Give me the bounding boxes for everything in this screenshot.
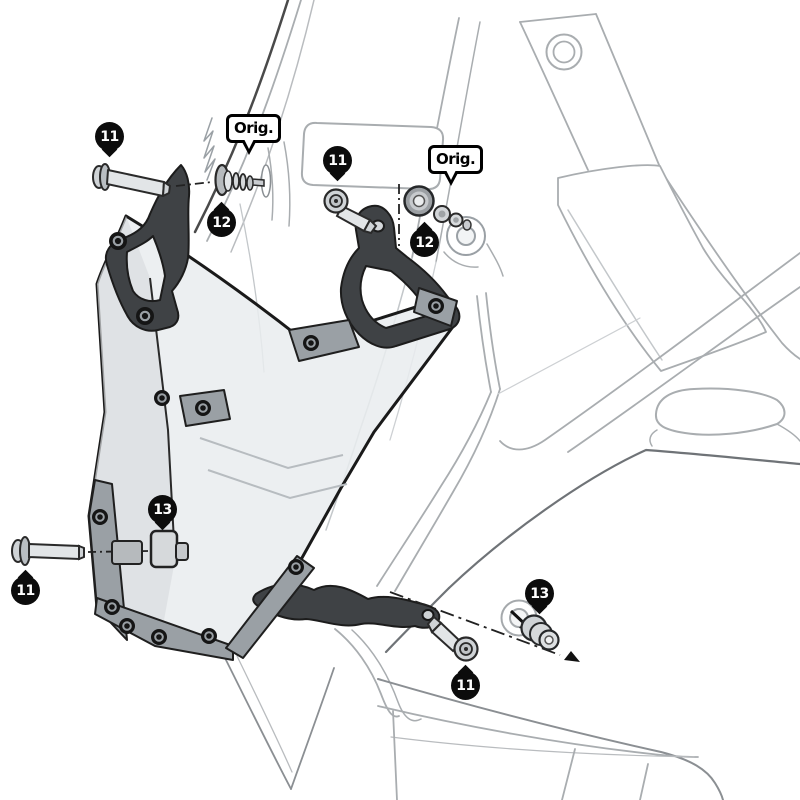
callout-11-top-left: 11 [95, 122, 124, 151]
bottom-cowl [377, 678, 724, 800]
lower-mounting-arm [252, 583, 441, 629]
bracket-bolt [109, 232, 127, 250]
callout-12-top-middle: 12 [410, 228, 439, 257]
callout-11-top-middle: 11 [323, 146, 352, 175]
washer [232, 172, 240, 190]
axis-line [175, 181, 213, 187]
fairing-edge [447, 448, 800, 590]
bracket-tab [111, 540, 143, 565]
callout-12-top-left: 12 [207, 208, 236, 237]
callout-11-bottom-left: 11 [11, 576, 40, 605]
screw-left [11, 536, 85, 566]
windscreen-crease [207, 469, 348, 500]
arm-bolt-hole [421, 609, 435, 621]
orig-label-left: Orig. [226, 114, 282, 155]
windscreen-crease [199, 437, 344, 470]
trim-lower-right [225, 555, 315, 659]
callout-13-left: 13 [148, 495, 177, 524]
reflection-squiggle [203, 117, 216, 181]
windscreen-rivets [92, 298, 444, 645]
block [149, 529, 179, 569]
axis-arrowhead [564, 651, 580, 662]
screw-shaft [106, 169, 165, 197]
stud [462, 219, 472, 231]
side-panel [557, 164, 767, 372]
bracket-bolt [136, 307, 154, 325]
spacer-stack [214, 163, 272, 198]
screw-top-left [92, 163, 171, 197]
grommet-bottom-right [500, 599, 560, 651]
callout-11-bottom: 11 [451, 671, 480, 700]
trim-vertex-patch [288, 319, 360, 362]
handguard [649, 387, 800, 447]
callout-13-bottom-right: 13 [525, 579, 554, 608]
rubber-block-13 [111, 529, 189, 569]
orig-label-right: Orig. [428, 145, 484, 186]
screw-top-middle [323, 188, 378, 235]
well-nut-group [403, 185, 486, 256]
orig-screw [251, 178, 265, 187]
front-beak [221, 628, 422, 790]
screw-shaft [28, 542, 80, 561]
screw-bottom [426, 615, 479, 662]
original-screen-edge [193, 0, 290, 234]
frame-triangle [519, 13, 663, 173]
block-nub [175, 542, 189, 561]
axis-line [389, 591, 561, 656]
left-bracket [105, 164, 191, 332]
washer [239, 173, 247, 191]
